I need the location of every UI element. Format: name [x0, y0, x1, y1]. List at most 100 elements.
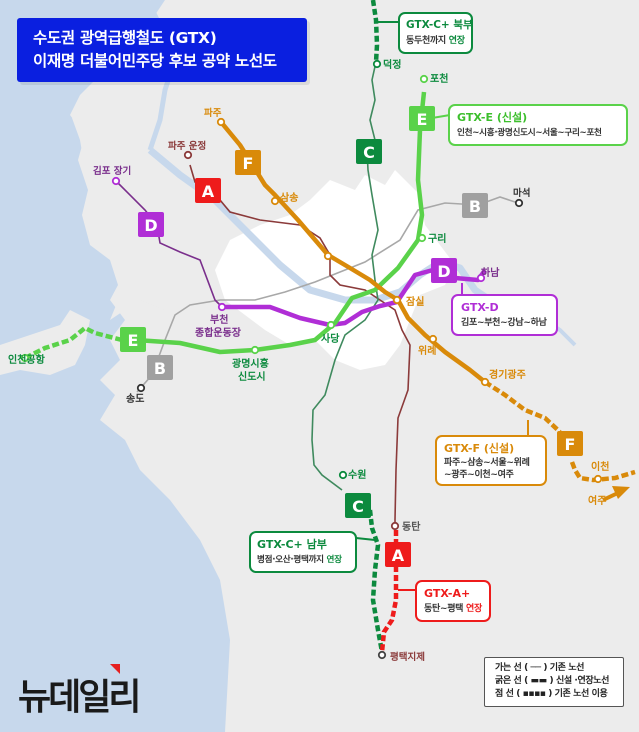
- callout-desc: 인천~시흥·광명신도시~서울~구리~포천: [457, 128, 602, 138]
- station-markers: [20, 59, 603, 660]
- svg-text:D: D: [144, 216, 157, 235]
- svg-text:B: B: [469, 197, 481, 216]
- label-paju-unjeong: 파주 운정: [168, 140, 206, 152]
- gtx-b-line: [136, 196, 519, 393]
- callout-desc: 동두천까지 연장: [406, 36, 465, 46]
- badge-d-west[interactable]: D: [138, 212, 164, 237]
- sea-bay: [150, 650, 215, 732]
- label-songdo: 송도: [126, 393, 144, 405]
- station-pocheon[interactable]: [419, 74, 429, 84]
- station-sadang[interactable]: [326, 320, 336, 330]
- gtx-f-dashed: [483, 380, 636, 483]
- station-hanam[interactable]: [476, 273, 486, 283]
- badge-f-north[interactable]: F: [235, 150, 261, 175]
- sea-coast-lower: [0, 620, 150, 732]
- svg-text:E: E: [417, 110, 428, 129]
- station-icheon[interactable]: [593, 474, 603, 484]
- svg-text:D: D: [437, 262, 450, 281]
- station-jamsil[interactable]: [392, 295, 402, 305]
- station-paju-unjeong[interactable]: [183, 150, 193, 160]
- gtx-c-north-dashed: [370, 0, 380, 63]
- legend-thin-line: 가는 선 ( ── ) 기존 노선: [495, 663, 585, 673]
- callout-desc: 동탄~평택 연장: [424, 604, 482, 614]
- svg-text:C: C: [352, 497, 364, 516]
- logo-red-triangle: [110, 664, 120, 674]
- title-line-1: 수도권 광역급행철도 (GTX): [33, 29, 217, 47]
- station-bucheon[interactable]: [217, 302, 227, 312]
- svg-text:B: B: [154, 359, 166, 378]
- badge-b-west[interactable]: B: [147, 355, 173, 380]
- label-gyeonggi-gwangju: 경기광주: [489, 368, 526, 381]
- station-dongtan[interactable]: [390, 521, 400, 531]
- svg-text:A: A: [392, 546, 405, 565]
- label-bucheon-1: 부천: [210, 313, 228, 326]
- label-yeoju: 여주: [588, 494, 606, 507]
- callout-title: GTX-D: [461, 301, 499, 314]
- badge-a-south[interactable]: A: [385, 542, 411, 567]
- sea-top: [150, 0, 165, 15]
- badge-f-east[interactable]: F: [557, 431, 583, 456]
- callout-title: GTX-A+: [424, 587, 471, 600]
- label-pocheon: 포천: [430, 72, 448, 85]
- callout-desc-2: ~광주~이천~여주: [444, 470, 514, 480]
- callout-title: GTX-F (신설): [444, 442, 515, 455]
- gtx-c-south-pointer: [355, 537, 376, 541]
- label-wirye: 위례: [418, 344, 436, 357]
- station-gyeonggi-gwangju[interactable]: [480, 377, 490, 387]
- station-songdo[interactable]: [136, 383, 146, 393]
- legend-dotted-line: 점 선 ( ▪▪▪▪ ) 기존 노선 이용: [495, 689, 608, 699]
- badge-d-east[interactable]: D: [431, 258, 457, 283]
- station-deokjeong[interactable]: [372, 59, 382, 69]
- callout-desc: 병점·오산·평택까지 연장: [257, 555, 342, 565]
- label-guri: 구리: [428, 232, 446, 245]
- gtx-a-line: [189, 164, 411, 528]
- badge-e-north[interactable]: E: [409, 106, 435, 131]
- station-suwon[interactable]: [338, 470, 348, 480]
- svg-text:E: E: [128, 331, 139, 350]
- badge-a-north[interactable]: A: [195, 178, 221, 203]
- label-gwangmyeong-1: 광명시흥: [232, 357, 269, 370]
- station-gwangmyeong[interactable]: [250, 345, 260, 355]
- station-guri[interactable]: [417, 233, 427, 243]
- map-legend: 가는 선 ( ── ) 기존 노선 굵은 선 ( ▬▬ ) 신설 ·연장노선 점…: [484, 657, 624, 707]
- label-incheon-airport: 인천공항: [8, 353, 46, 366]
- callout-desc-1: 파주~삼송~서울~위례: [444, 458, 530, 468]
- newdaily-logo: 뉴데일리: [18, 677, 141, 718]
- callout-title: GTX-C+ 북부: [406, 19, 473, 31]
- badge-c-south[interactable]: C: [345, 493, 371, 518]
- seoul-area: [215, 170, 455, 370]
- label-paju: 파주: [204, 107, 222, 119]
- svg-text:F: F: [243, 154, 254, 173]
- callout-gtx-a-plus: GTX-A+ 동탄~평택 연장: [415, 580, 491, 622]
- station-paju[interactable]: [216, 117, 226, 127]
- gtx-e-dashed: [23, 325, 123, 361]
- label-dongtan: 동탄: [402, 520, 421, 533]
- label-bucheon-2: 종합운동장: [195, 326, 242, 339]
- callout-gtx-f: GTX-F (신설) 파주~삼송~서울~위례 ~광주~이천~여주: [435, 435, 547, 486]
- station-maseok[interactable]: [514, 198, 524, 208]
- yeoju-arrowhead: [612, 486, 630, 499]
- callout-gtx-c-north: GTX-C+ 북부 동두천까지 연장: [398, 12, 473, 54]
- title-line-2: 이재명 더불어민주당 후보 공약 노선도: [33, 52, 277, 70]
- svg-text:C: C: [363, 143, 375, 162]
- callout-gtx-d: GTX-D 김포~부천~강남~하남: [451, 294, 558, 336]
- station-samsong[interactable]: [270, 196, 280, 206]
- station-incheon-airport[interactable]: [20, 353, 30, 363]
- station-gimpo-janggi[interactable]: [111, 176, 121, 186]
- callout-gtx-c-south: GTX-C+ 남부 병점·오산·평택까지 연장: [249, 531, 357, 573]
- badge-b-east[interactable]: B: [462, 193, 488, 218]
- label-hanam: 하남: [481, 266, 500, 279]
- gtx-c-line: [311, 61, 379, 491]
- badge-c-north[interactable]: C: [356, 139, 382, 164]
- gtx-e-route: [135, 91, 427, 355]
- station-seoul-yeok[interactable]: [323, 251, 333, 261]
- callout-title: GTX-C+ 남부: [257, 538, 327, 551]
- callout-gtx-e: GTX-E (신설) 인천~시흥·광명신도시~서울~구리~포천: [448, 104, 628, 146]
- callout-title: GTX-E (신설): [457, 111, 528, 124]
- station-pyeongtaek-jije[interactable]: [377, 650, 387, 660]
- badge-e-west[interactable]: E: [120, 327, 146, 352]
- svg-text:F: F: [565, 435, 576, 454]
- label-samsong: 삼송: [280, 191, 298, 204]
- station-wirye[interactable]: [428, 334, 438, 344]
- map-title: 수도권 광역급행철도 (GTX) 이재명 더불어민주당 후보 공약 노선도: [17, 18, 307, 82]
